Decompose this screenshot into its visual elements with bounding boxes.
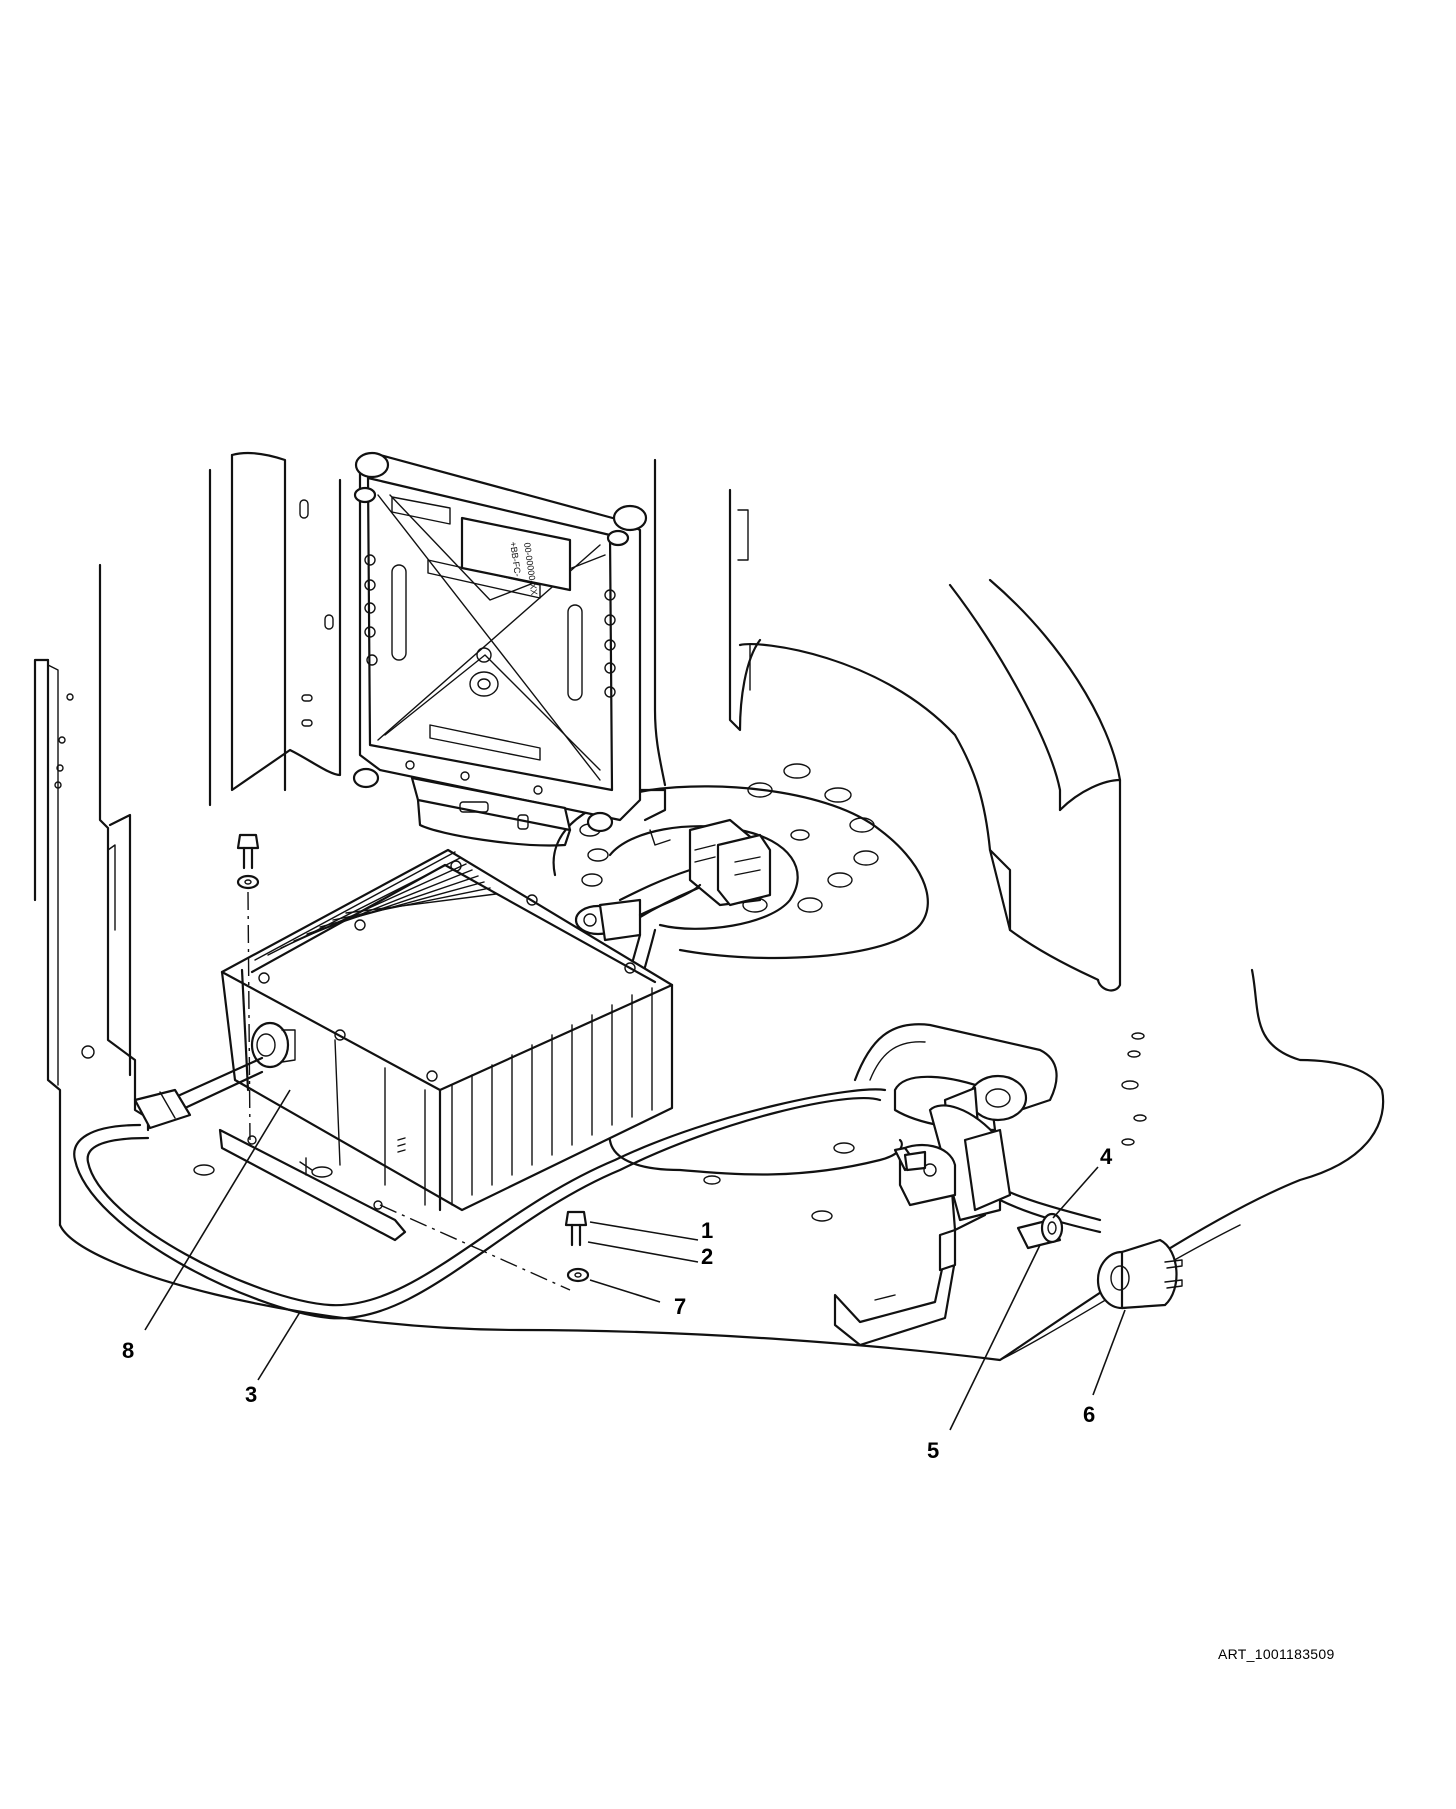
harness-connectors xyxy=(574,818,903,1176)
callout-labels: 1 2 3 4 5 6 7 8 xyxy=(122,1144,1113,1463)
ac-cord xyxy=(73,1056,1102,1320)
art-reference-id: ART_1001183509 xyxy=(1218,1646,1335,1662)
exploded-axis-lines xyxy=(247,891,571,1291)
leader-lines xyxy=(144,1089,1126,1431)
callout-7: 7 xyxy=(674,1294,686,1319)
control-module: +BB-FC- 00-00000-XX xyxy=(352,451,671,847)
callout-4: 4 xyxy=(1100,1144,1113,1169)
vertical-frame xyxy=(33,451,762,1227)
callout-8: 8 xyxy=(122,1338,134,1363)
callout-6: 6 xyxy=(1083,1402,1095,1427)
mounting-bolt-lower xyxy=(564,1210,588,1247)
cable-tie xyxy=(1016,1212,1064,1250)
side-fins xyxy=(451,987,653,1206)
callout-2: 2 xyxy=(701,1244,713,1269)
side-pins xyxy=(364,554,616,795)
battery-charger xyxy=(218,848,674,1242)
washer-lower xyxy=(566,1267,590,1283)
callout-1: 1 xyxy=(701,1218,713,1243)
ac-plug xyxy=(1096,1238,1183,1310)
top-fins xyxy=(254,851,497,961)
callout-3: 3 xyxy=(245,1382,257,1407)
callout-5: 5 xyxy=(927,1438,939,1463)
receptacle-assembly xyxy=(833,1023,1058,1347)
module-label-1: +BB-FC- xyxy=(508,541,523,577)
mounting-bolt-upper xyxy=(236,833,260,890)
